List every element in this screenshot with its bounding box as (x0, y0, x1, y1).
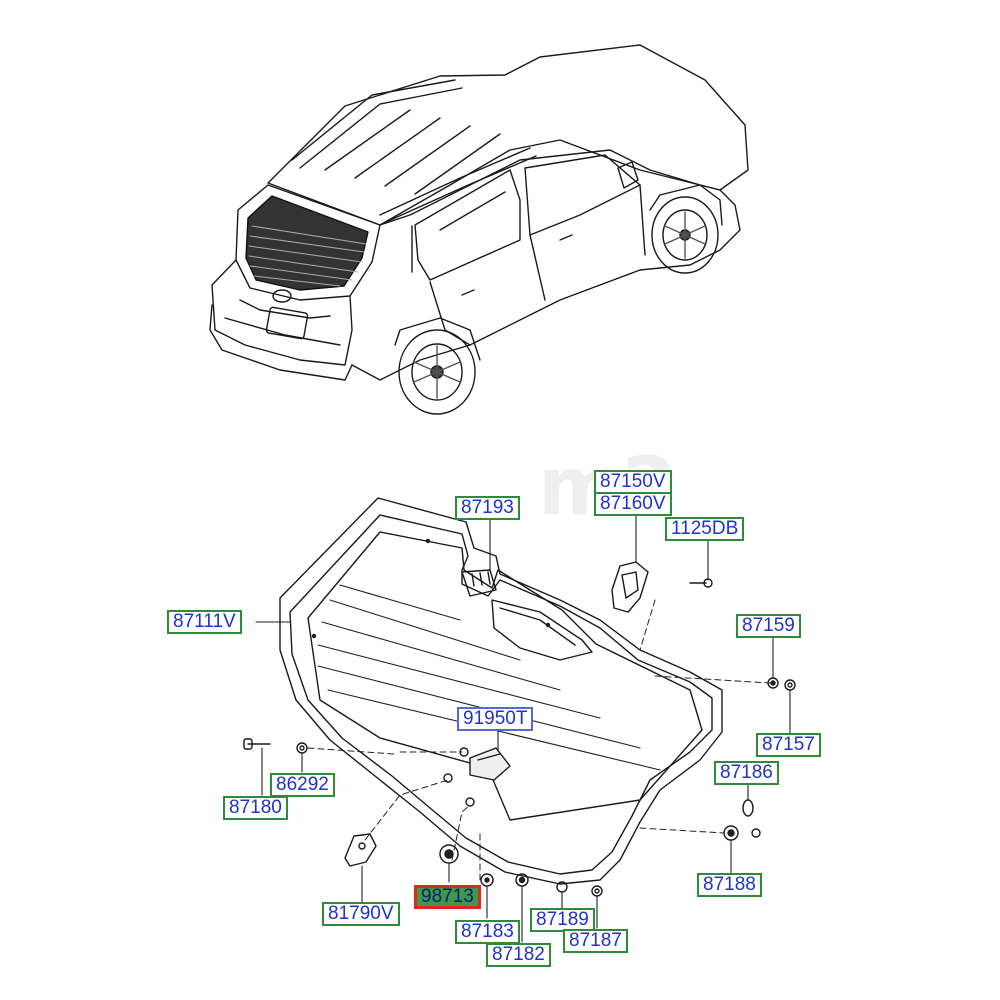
part-label-87159[interactable]: 87159 (736, 614, 801, 638)
part-label-87187[interactable]: 87187 (563, 929, 628, 953)
part-label-87180[interactable]: 87180 (223, 796, 288, 820)
vehicle-illustration (209, 44, 749, 415)
part-label-98713-highlighted[interactable]: 98713 (414, 885, 481, 909)
part-label-81790v[interactable]: 81790V (322, 902, 400, 926)
part-label-87182[interactable]: 87182 (486, 943, 551, 967)
part-label-87111v[interactable]: 87111V (167, 610, 242, 634)
part-label-87150v[interactable]: 87150V (594, 470, 672, 494)
part-label-87188[interactable]: 87188 (697, 873, 762, 897)
leader-lines (255, 514, 791, 943)
part-label-87189[interactable]: 87189 (530, 908, 595, 932)
part-label-87183[interactable]: 87183 (455, 920, 520, 944)
tailgate-trim-panel (279, 497, 723, 885)
part-label-87160v[interactable]: 87160V (594, 492, 672, 516)
part-label-1125db[interactable]: 1125DB (665, 517, 745, 541)
part-label-87186[interactable]: 87186 (714, 761, 779, 785)
dashed-leader-lines (307, 599, 771, 881)
part-label-86292[interactable]: 86292 (270, 773, 335, 797)
part-label-87193[interactable]: 87193 (455, 496, 520, 520)
part-label-87157[interactable]: 87157 (756, 733, 821, 757)
part-label-91950t[interactable]: 91950T (457, 707, 534, 731)
